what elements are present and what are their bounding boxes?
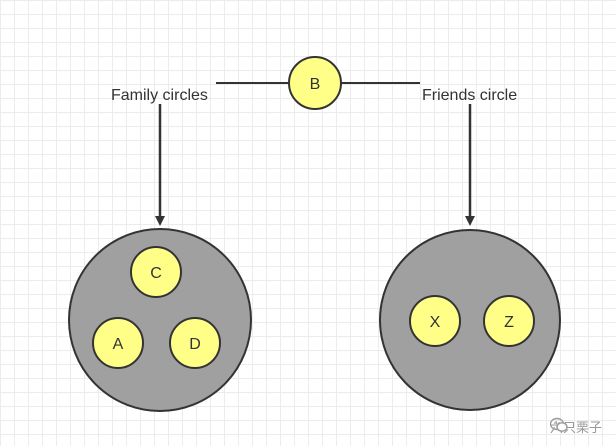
node-a-label: A — [113, 336, 124, 353]
node-d-label: D — [189, 336, 201, 353]
watermark: 六只栗子 — [549, 417, 602, 436]
wechat-icon — [549, 417, 568, 432]
family-circles-label: Family circles — [111, 87, 208, 104]
node-z-label: Z — [504, 314, 514, 331]
friends-group-circle[interactable] — [379, 229, 561, 411]
node-c-label: C — [150, 265, 162, 282]
node-b-label: B — [310, 76, 321, 93]
node-x-label: X — [430, 314, 441, 331]
node-b[interactable] — [288, 56, 342, 110]
node-z[interactable] — [483, 295, 535, 347]
friends-circle-label: Friends circle — [422, 87, 517, 104]
node-c[interactable] — [130, 246, 182, 298]
node-x[interactable] — [409, 295, 461, 347]
node-a[interactable] — [92, 317, 144, 369]
node-d[interactable] — [169, 317, 221, 369]
